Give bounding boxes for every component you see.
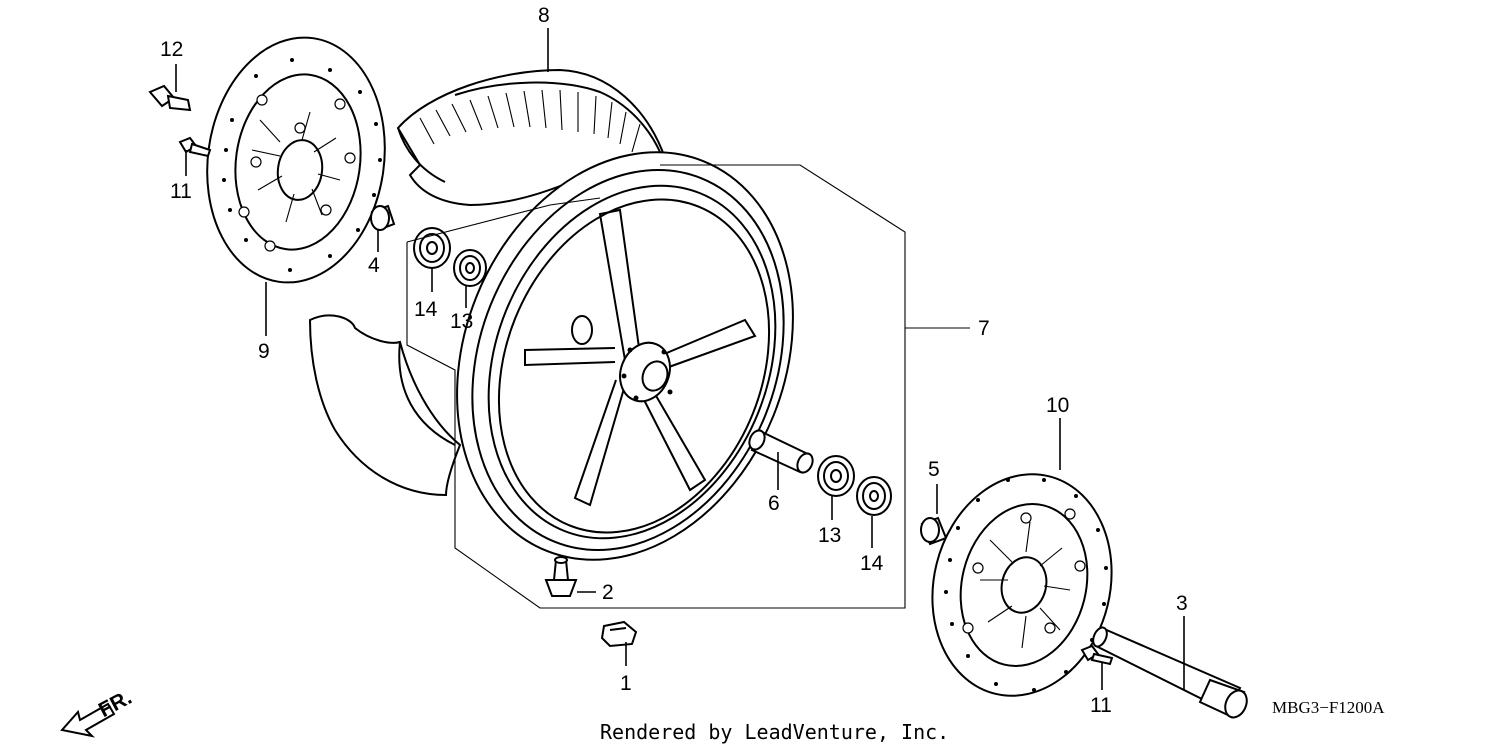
distance-collar-6[interactable] bbox=[746, 428, 815, 475]
brake-disc-right[interactable] bbox=[910, 455, 1135, 715]
bolt-12[interactable] bbox=[148, 84, 192, 112]
callout-2: 2 bbox=[602, 581, 614, 604]
callout-4: 4 bbox=[368, 254, 380, 277]
bolt-11-right[interactable] bbox=[1080, 644, 1114, 666]
callout-numbers: 8 12 11 4 14 13 9 7 10 5 6 13 14 2 3 1 1… bbox=[160, 4, 1188, 717]
tire[interactable] bbox=[396, 68, 667, 207]
balance-weight-1[interactable] bbox=[600, 620, 638, 648]
render-credit: Rendered by LeadVenture, Inc. bbox=[600, 720, 949, 744]
bearing-13-left[interactable] bbox=[453, 249, 487, 287]
bearing-13-right[interactable] bbox=[817, 455, 855, 497]
callout-14-right: 14 bbox=[860, 552, 884, 575]
callout-13-right: 13 bbox=[818, 524, 841, 547]
collar-5[interactable] bbox=[920, 516, 948, 546]
callout-10: 10 bbox=[1046, 394, 1069, 417]
callout-6: 6 bbox=[768, 492, 780, 515]
front-axle-3[interactable] bbox=[1090, 625, 1250, 720]
bearing-14-right[interactable] bbox=[856, 476, 892, 516]
rim-band[interactable] bbox=[308, 314, 462, 497]
callout-11-left: 11 bbox=[170, 180, 192, 203]
wheel-rim[interactable] bbox=[398, 101, 852, 610]
callout-1: 1 bbox=[620, 672, 632, 695]
collar-4[interactable] bbox=[370, 204, 396, 232]
callout-14-left: 14 bbox=[414, 298, 438, 321]
diagram-code: MBG3−F1200A bbox=[1272, 698, 1385, 717]
callout-12: 12 bbox=[160, 38, 183, 61]
callout-11-right: 11 bbox=[1090, 694, 1112, 717]
callout-8: 8 bbox=[538, 4, 550, 27]
callout-3: 3 bbox=[1176, 592, 1188, 615]
front-direction-arrow: FR. bbox=[60, 686, 136, 738]
brake-disc-left[interactable] bbox=[192, 26, 401, 294]
air-valve-2[interactable] bbox=[544, 556, 578, 597]
bolt-11-left[interactable] bbox=[178, 136, 212, 158]
leader-lines bbox=[175, 28, 1185, 690]
callout-5: 5 bbox=[928, 458, 940, 481]
callout-7: 7 bbox=[978, 317, 990, 340]
bearing-14-left[interactable] bbox=[413, 227, 451, 269]
callout-13-left: 13 bbox=[450, 310, 473, 333]
callout-9: 9 bbox=[258, 340, 270, 363]
